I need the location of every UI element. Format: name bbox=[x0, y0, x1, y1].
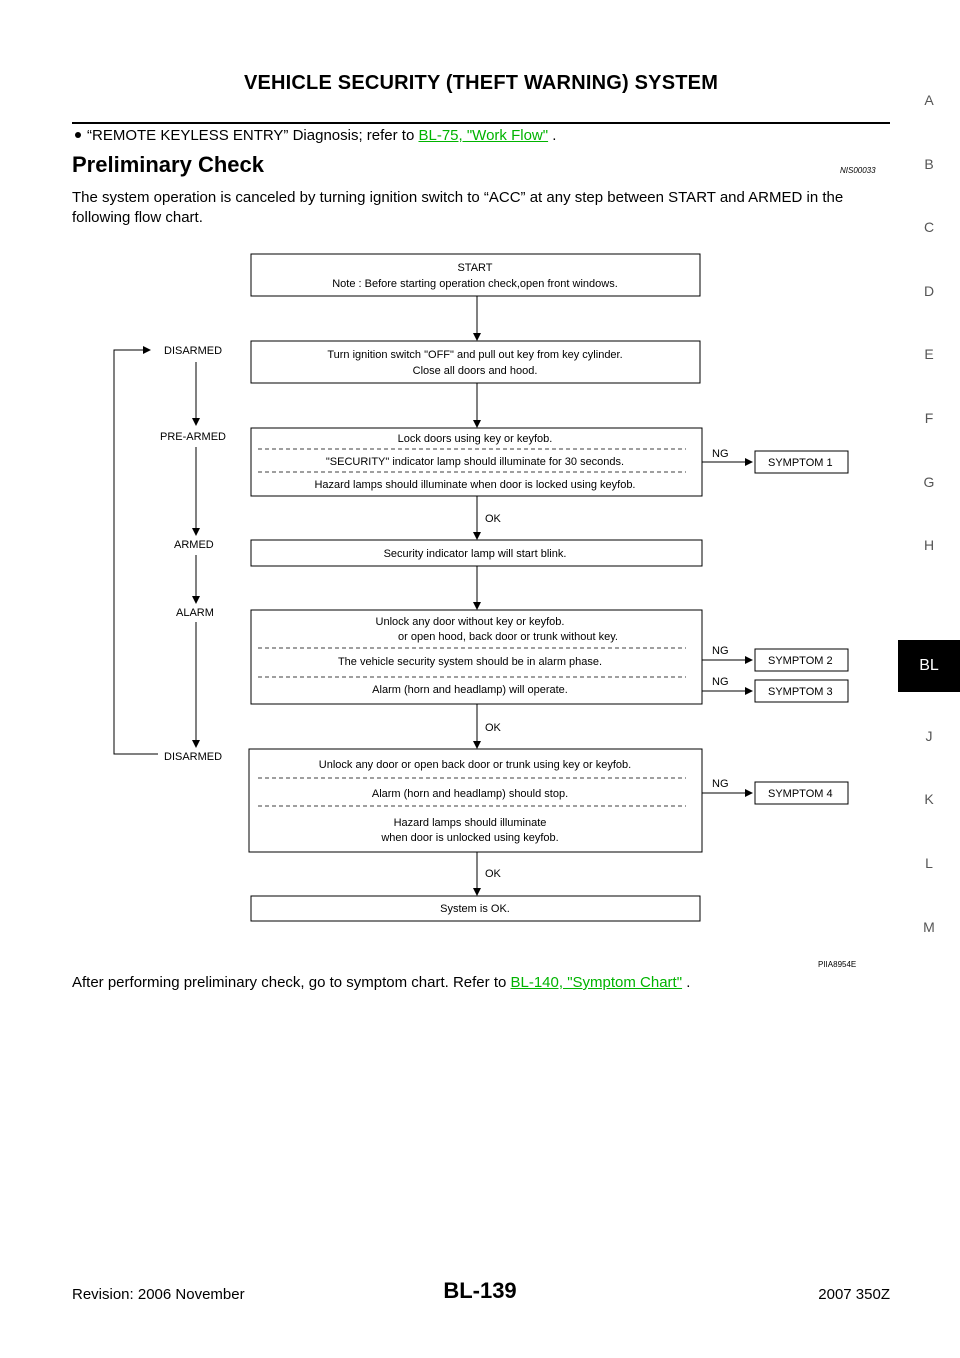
step5-text-3a: Hazard lamps should illuminate bbox=[394, 817, 547, 829]
step2-text-2: "SECURITY" indicator lamp should illumin… bbox=[326, 456, 624, 468]
side-tab-e[interactable]: E bbox=[924, 346, 934, 362]
ng-label-1: NG bbox=[712, 448, 729, 460]
after-paragraph: After performing preliminary check, go t… bbox=[72, 974, 690, 991]
state-pre-armed: PRE-ARMED bbox=[160, 431, 226, 443]
step2-text-1: Lock doors using key or keyfob. bbox=[398, 433, 553, 445]
symptom1-label: SYMPTOM 1 bbox=[768, 457, 833, 469]
symptom2-box bbox=[754, 648, 849, 672]
symptom1-box bbox=[754, 450, 849, 474]
end-box bbox=[250, 895, 701, 922]
ok-label-2: OK bbox=[485, 722, 502, 734]
section-code: NIS00033 bbox=[840, 166, 876, 175]
state-armed: ARMED bbox=[174, 539, 214, 551]
step1-box bbox=[250, 340, 701, 384]
step4-text-1b: or open hood, back door or trunk without… bbox=[398, 631, 618, 643]
bullet-end: . bbox=[552, 127, 557, 144]
side-tab-bl[interactable]: BL bbox=[898, 640, 960, 692]
bullet-text: “REMOTE KEYLESS ENTRY” Diagnosis; refer … bbox=[87, 127, 415, 144]
step5-text-3b: when door is unlocked using keyfob. bbox=[380, 832, 558, 844]
step5-box bbox=[248, 748, 703, 853]
step3-box bbox=[250, 539, 703, 567]
return-loop-line bbox=[113, 346, 158, 755]
section-title: Preliminary Check bbox=[72, 152, 264, 177]
side-tab-l[interactable]: L bbox=[925, 855, 933, 871]
after-text: After performing preliminary check, go t… bbox=[72, 974, 507, 991]
footer-page-number: BL-139 bbox=[443, 1278, 517, 1303]
footer-revision: Revision: 2006 November bbox=[72, 1286, 245, 1303]
step1-text-2: Close all doors and hood. bbox=[413, 365, 538, 377]
ng-label-2: NG bbox=[712, 645, 729, 657]
work-flow-link[interactable]: BL-75, "Work Flow" bbox=[418, 127, 549, 144]
bullet-icon bbox=[75, 132, 81, 139]
figure-code: PIIA8954E bbox=[818, 960, 857, 969]
side-tab-d[interactable]: D bbox=[923, 283, 935, 299]
state-disarmed-top: DISARMED bbox=[164, 345, 222, 357]
ng-label-4: NG bbox=[712, 778, 729, 790]
start-label: START bbox=[457, 262, 492, 274]
ok-label-3: OK bbox=[485, 868, 502, 880]
header-rule bbox=[72, 122, 890, 124]
side-tab-j[interactable]: J bbox=[925, 728, 933, 744]
start-note: Note : Before starting operation check,o… bbox=[332, 278, 618, 290]
symptom2-label: SYMPTOM 2 bbox=[768, 655, 833, 667]
step4-text-2: The vehicle security system should be in… bbox=[338, 656, 602, 668]
state-disarmed-bottom: DISARMED bbox=[164, 751, 222, 763]
symptom4-label: SYMPTOM 4 bbox=[768, 788, 833, 800]
step5-text-2: Alarm (horn and headlamp) should stop. bbox=[372, 788, 568, 800]
end-text: System is OK. bbox=[440, 903, 510, 915]
step4-text-1a: Unlock any door without key or keyfob. bbox=[376, 616, 565, 628]
side-tab-h[interactable]: H bbox=[923, 537, 935, 553]
step1-text-1: Turn ignition switch "OFF" and pull out … bbox=[327, 349, 622, 361]
after-end: . bbox=[686, 974, 691, 991]
bullet-item: “REMOTE KEYLESS ENTRY” Diagnosis; refer … bbox=[72, 127, 556, 144]
side-tab-f[interactable]: F bbox=[924, 410, 934, 426]
page-header-title: VEHICLE SECURITY (THEFT WARNING) SYSTEM bbox=[243, 72, 719, 94]
step4-box bbox=[250, 609, 703, 705]
side-tab-c[interactable]: C bbox=[923, 219, 935, 235]
side-tab-a[interactable]: A bbox=[924, 92, 934, 108]
step3-text: Security indicator lamp will start blink… bbox=[384, 548, 567, 560]
ng-label-3: NG bbox=[712, 676, 729, 688]
symptom3-label: SYMPTOM 3 bbox=[768, 686, 833, 698]
step2-box bbox=[250, 427, 703, 497]
step5-text-1: Unlock any door or open back door or tru… bbox=[319, 759, 631, 771]
state-alarm: ALARM bbox=[176, 607, 214, 619]
symptom3-box bbox=[754, 679, 849, 703]
intro-paragraph: The system operation is canceled by turn… bbox=[72, 189, 844, 226]
step2-text-3: Hazard lamps should illuminate when door… bbox=[314, 479, 635, 491]
side-tab-m[interactable]: M bbox=[923, 919, 935, 935]
flow-chart: START Note : Before starting operation c… bbox=[113, 253, 849, 922]
symptom4-box bbox=[754, 781, 849, 805]
step4-text-3: Alarm (horn and headlamp) will operate. bbox=[372, 684, 568, 696]
side-tab-k[interactable]: K bbox=[924, 791, 934, 807]
start-box bbox=[250, 253, 701, 297]
side-tab-g[interactable]: G bbox=[923, 474, 935, 490]
side-tab-b[interactable]: B bbox=[924, 156, 934, 172]
symptom-chart-link[interactable]: BL-140, "Symptom Chart" bbox=[510, 974, 683, 991]
footer-model: 2007 350Z bbox=[818, 1286, 890, 1303]
ok-label-1: OK bbox=[485, 513, 502, 525]
